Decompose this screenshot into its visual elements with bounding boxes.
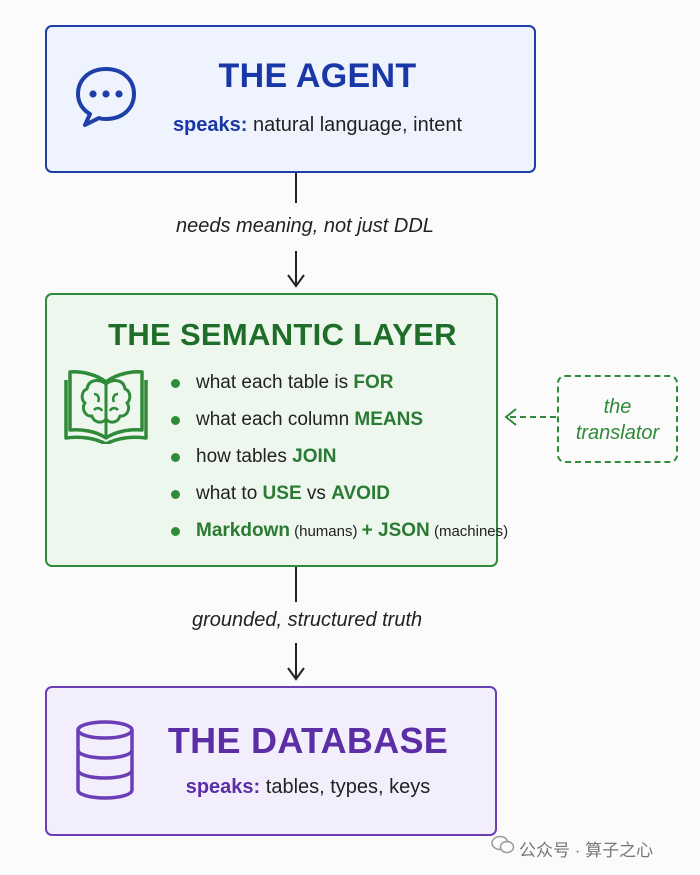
chat-bubble-icon <box>76 67 136 127</box>
agent-speaks-text: natural language, intent <box>253 114 463 136</box>
agent-title: THE AGENT <box>218 57 417 95</box>
semantic-bullet-list: what each table is FOR what each column … <box>171 371 508 556</box>
list-item: what each column MEANS <box>171 408 508 445</box>
edge-label-grounded-truth: grounded, structured truth <box>192 609 423 631</box>
agent-speaks-label: speaks: <box>172 114 248 136</box>
database-icon <box>76 720 134 800</box>
edge-label-needs-meaning: needs meaning, not just DDL <box>176 215 434 237</box>
watermark-text: 公众号 · 算子之心 <box>519 841 654 860</box>
list-item: how tables JOIN <box>171 445 508 482</box>
book-brain-icon <box>64 370 148 444</box>
bullet-dot-icon <box>171 453 180 462</box>
list-item: what each table is FOR <box>171 371 508 408</box>
database-title: THE DATABASE <box>167 720 449 761</box>
list-item: what to USE vs AVOID <box>171 482 508 519</box>
bullet-dot-icon <box>171 490 180 499</box>
database-box: THE DATABASE speaks: tables, types, keys <box>45 686 497 836</box>
wechat-icon <box>491 835 515 854</box>
agent-to-semantic-arrow <box>287 173 305 288</box>
database-speaks: speaks: tables, types, keys <box>47 776 495 799</box>
bullet-dot-icon <box>171 527 180 536</box>
bullet-dot-icon <box>171 416 180 425</box>
translator-box: the translator <box>557 375 678 463</box>
agent-box: THE AGENT speaks: natural language, inte… <box>45 25 536 173</box>
translator-arrow <box>504 408 557 426</box>
database-speaks-text: tables, types, keys <box>265 776 431 798</box>
bullet-dot-icon <box>171 379 180 388</box>
semantic-to-database-arrow <box>287 567 305 681</box>
semantic-layer-title: THE SEMANTIC LAYER <box>108 317 457 352</box>
agent-speaks: speaks: natural language, intent <box>47 114 534 137</box>
translator-label: the translator <box>575 396 660 444</box>
list-item: Markdown (humans) + JSON (machines) <box>171 519 508 556</box>
database-speaks-label: speaks: <box>185 776 261 798</box>
semantic-layer-box: THE SEMANTIC LAYER what each table is FO… <box>45 293 508 567</box>
